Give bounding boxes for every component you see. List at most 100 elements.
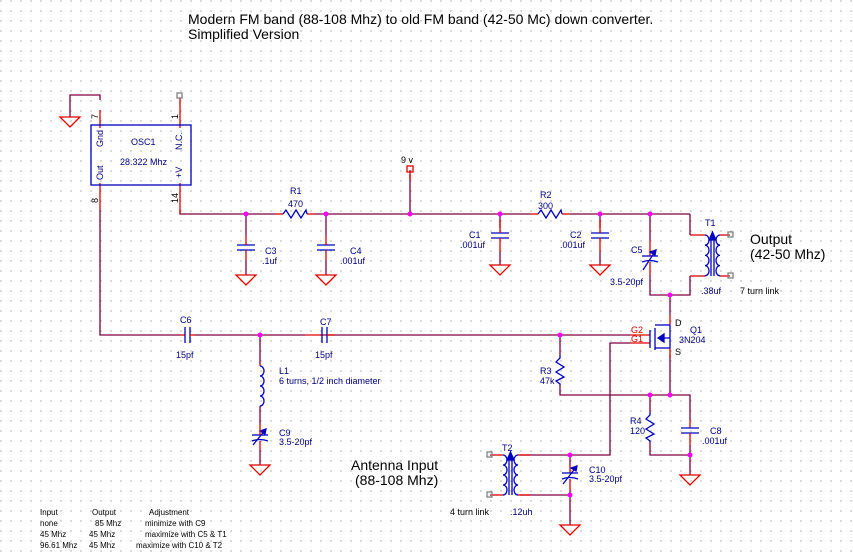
q1-value: 3N204: [679, 335, 706, 345]
c5-symbol[interactable]: [641, 240, 659, 275]
terminal-output-2[interactable]: [727, 272, 734, 279]
ground-icon: [588, 264, 612, 276]
junction-dot: [567, 452, 573, 458]
c8-ref: C8: [710, 426, 722, 436]
wire-osc-gnd: [69, 94, 101, 117]
terminal-output-1[interactable]: [727, 231, 734, 238]
cell-output: 85 Mhz: [95, 519, 122, 528]
table-header: Input Output Adjustment: [40, 507, 259, 518]
c2-value: .001uf: [560, 240, 586, 250]
c6-value: 15pf: [176, 350, 194, 360]
junction-dot: [667, 292, 673, 298]
osc1-pinnum-nc: 1: [170, 113, 180, 119]
junction-dot: [497, 211, 503, 217]
osc1-value: 28.322 Mhz: [120, 157, 168, 167]
r1-value: 470: [288, 199, 304, 209]
wire-t2-bot: [520, 490, 571, 496]
l1-value: 6 turns, 1/2 inch diameter: [279, 376, 381, 386]
c10-ref: C10: [589, 465, 606, 475]
ground-icon: [58, 116, 82, 128]
header-output: Output: [92, 508, 117, 517]
input-label-line-1: Antenna Input: [351, 457, 439, 473]
cell-input: none: [40, 519, 58, 528]
terminals: [176, 92, 734, 498]
c5-ref: C5: [631, 245, 643, 255]
wire-vplus: [179, 210, 275, 215]
r3-symbol[interactable]: [554, 355, 566, 385]
r2-symbol[interactable]: [537, 208, 563, 220]
q1-symbol[interactable]: [649, 324, 671, 350]
terminal-antenna-2[interactable]: [486, 491, 493, 498]
terminal-9v[interactable]: [406, 165, 414, 173]
r3-value: 47k: [540, 376, 555, 386]
c2-symbol[interactable]: [591, 220, 609, 252]
c9-value: 3.5-20pf: [279, 437, 313, 447]
supply-label: 9 v: [401, 155, 414, 165]
c4-ref: C4: [350, 246, 362, 256]
ground-icon: [234, 274, 258, 286]
junction-dot: [257, 332, 263, 338]
t1-note: 7 turn link: [740, 286, 780, 296]
q1-pin-g1: G1: [631, 334, 644, 344]
r4-symbol[interactable]: [644, 412, 656, 442]
q1-ref: Q1: [690, 325, 703, 335]
osc1-pinnum-vplus: 14: [170, 192, 180, 203]
osc1-pin-nc: N.C.: [174, 132, 184, 150]
junction-dot: [687, 452, 693, 458]
osc1-pin-vplus: +V: [174, 166, 184, 178]
cell-adjustment: minimize with C9: [145, 519, 206, 528]
ground-icon: [558, 524, 582, 536]
ground-icon: [314, 274, 338, 286]
c7-value: 15pf: [315, 350, 333, 360]
l1-ref: L1: [279, 366, 290, 376]
c7-symbol[interactable]: [305, 327, 335, 343]
c8-value: .001uf: [702, 436, 728, 446]
osc1-ref: OSC1: [131, 137, 156, 147]
c3-symbol[interactable]: [237, 235, 255, 260]
c4-value: .001uf: [340, 256, 366, 266]
input-label-line-2: (88-108 Mhz): [355, 472, 439, 488]
junction-dot: [647, 211, 653, 217]
ground-icon: [678, 474, 702, 486]
title-line-1: Modern FM band (88-108 Mhz) to old FM ba…: [188, 11, 654, 27]
junctions: [243, 211, 693, 498]
osc1-body[interactable]: [90, 124, 192, 186]
r1-symbol[interactable]: [282, 208, 308, 220]
c6-symbol[interactable]: [180, 327, 195, 343]
osc1-pin-out: Out: [95, 165, 105, 180]
terminal-antenna-1[interactable]: [486, 451, 493, 458]
c4-symbol[interactable]: [317, 235, 335, 260]
c1-symbol[interactable]: [491, 220, 509, 252]
t1-symbol[interactable]: [704, 230, 721, 277]
r1-ref: R1: [290, 186, 302, 196]
t2-symbol[interactable]: [502, 450, 519, 496]
wire-source-rail: [559, 385, 691, 420]
r3-ref: R3: [540, 366, 552, 376]
title-line-2: Simplified Version: [188, 26, 300, 42]
r4-value: 120: [630, 426, 646, 436]
c3-value: .1uf: [262, 256, 278, 266]
junction-dot: [243, 211, 249, 217]
r4-ref: R4: [630, 416, 642, 426]
t1-value: .38uf: [701, 286, 722, 296]
wire-tank-bottom: [649, 275, 691, 296]
c7-ref: C7: [320, 317, 332, 327]
t2-note: 4 turn link: [450, 507, 490, 517]
cell-input: 45 Mhz: [40, 530, 67, 539]
header-input: Input: [40, 508, 58, 517]
pin-leads: [99, 98, 730, 496]
r2-value: 300: [538, 201, 554, 211]
wire-osc-out: [99, 210, 180, 336]
t2-ref: T2: [502, 443, 513, 453]
cell-adjustment: maximize with C5 & T1: [145, 530, 227, 539]
c8-symbol[interactable]: [681, 420, 699, 445]
terminal-osc-nc[interactable]: [176, 92, 183, 99]
l1-symbol[interactable]: [259, 364, 265, 407]
c9-symbol[interactable]: [251, 425, 269, 450]
junction-dot: [407, 211, 413, 217]
junction-dot: [647, 392, 653, 398]
c10-symbol[interactable]: [561, 465, 579, 490]
c2-ref: C2: [570, 230, 582, 240]
